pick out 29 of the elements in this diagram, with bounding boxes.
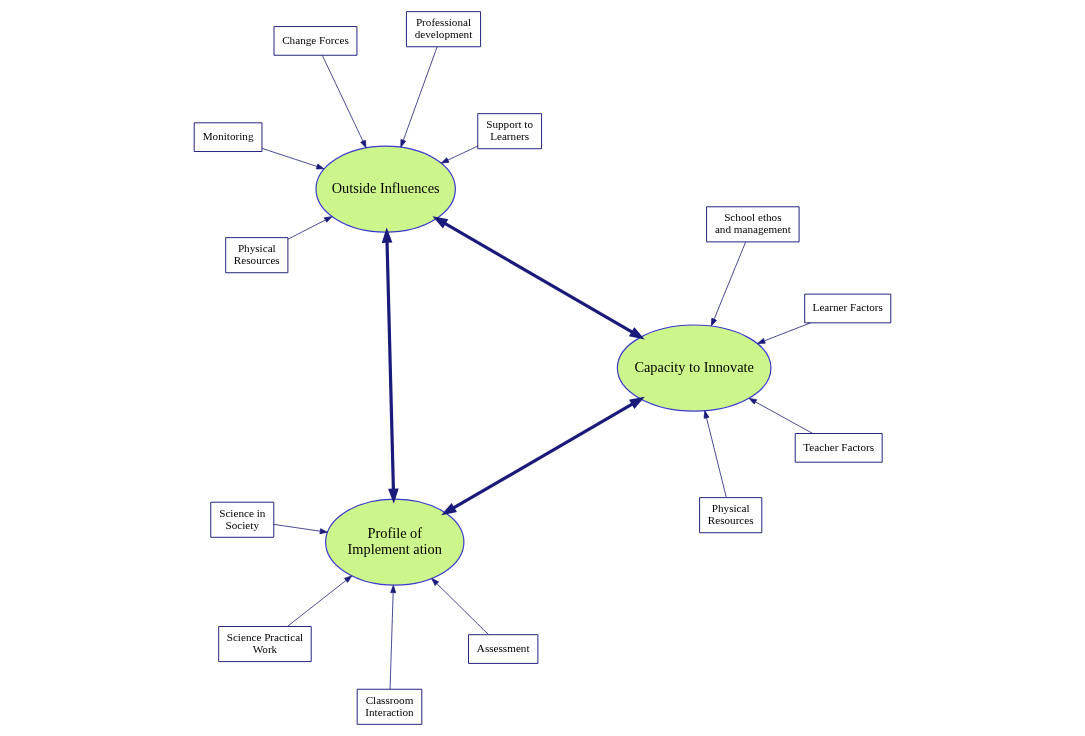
node-box: Monitoring <box>193 122 263 152</box>
arrow <box>703 410 727 498</box>
arrow <box>273 524 328 535</box>
arrow <box>287 216 333 240</box>
node-box: Science Practical Work <box>218 626 312 663</box>
node-box: Support to Learners <box>477 113 543 150</box>
arrow <box>757 322 811 344</box>
arrow <box>432 216 645 340</box>
arrow <box>381 227 399 504</box>
arrow <box>261 148 325 170</box>
arrow <box>389 585 397 690</box>
node-box: Classroom Interaction <box>356 688 423 725</box>
arrow <box>441 396 645 516</box>
node-box: Change Forces <box>273 26 358 56</box>
node-box: Physical Resources <box>225 237 289 274</box>
arrow <box>431 578 489 636</box>
node-box: Assessment <box>468 634 539 664</box>
arrow <box>748 398 813 434</box>
arrow <box>400 46 438 148</box>
node-box: Science in Society <box>210 501 275 538</box>
node-box: School ethos and management <box>706 206 800 243</box>
node-box: Teacher Factors <box>794 433 883 463</box>
arrow <box>440 145 479 164</box>
arrow <box>711 241 747 327</box>
arrow <box>321 55 367 149</box>
node-box: Professional development <box>405 11 482 48</box>
arrow <box>287 575 353 627</box>
node-box: Physical Resources <box>699 497 763 534</box>
node-box: Learner Factors <box>804 293 892 324</box>
